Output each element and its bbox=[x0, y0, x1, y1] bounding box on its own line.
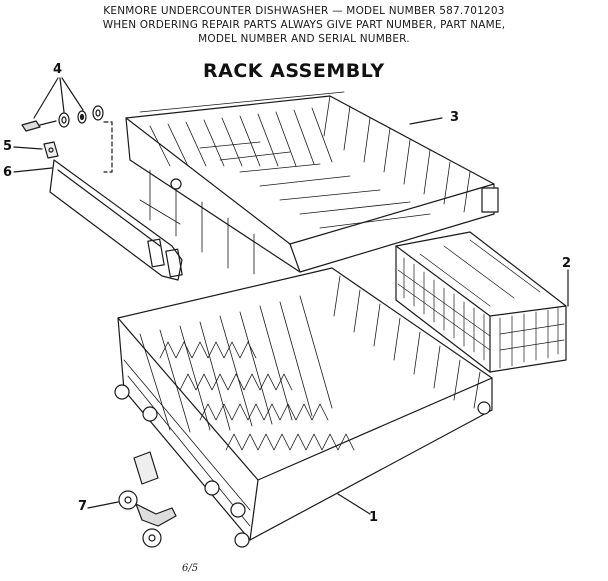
leader-4b bbox=[59, 77, 65, 113]
callout-6: 6 bbox=[3, 165, 13, 180]
diagram-title: RACK ASSEMBLY bbox=[203, 60, 385, 82]
part-1-lower-rack bbox=[114, 267, 493, 548]
callout-3: 3 bbox=[450, 110, 460, 125]
part-5-clip bbox=[43, 141, 59, 159]
callout-5: 5 bbox=[3, 139, 13, 154]
part-3-upper-rack bbox=[125, 91, 499, 275]
header-line-2: WHEN ORDERING REPAIR PARTS ALWAYS GIVE P… bbox=[102, 19, 506, 31]
header-line-1: KENMORE UNDERCOUNTER DISHWASHER — MODEL … bbox=[103, 5, 505, 17]
part-2-silverware-basket bbox=[395, 231, 567, 373]
leader-6 bbox=[13, 167, 53, 173]
diagram-header: KENMORE UNDERCOUNTER DISHWASHER — MODEL … bbox=[0, 4, 608, 46]
leader-5 bbox=[13, 146, 43, 150]
leader-7 bbox=[87, 501, 119, 509]
assembly-bracket bbox=[103, 121, 113, 173]
leader-3 bbox=[409, 117, 443, 125]
callout-4: 4 bbox=[53, 62, 63, 77]
leader-4c bbox=[61, 77, 84, 111]
leader-4a bbox=[33, 77, 59, 119]
callout-2: 2 bbox=[562, 256, 572, 271]
part-4-hardware bbox=[21, 105, 104, 132]
header-line-3: MODEL NUMBER AND SERIAL NUMBER. bbox=[198, 33, 410, 45]
callout-7: 7 bbox=[78, 499, 88, 514]
page-footer: 6/5 bbox=[182, 563, 199, 574]
callout-1: 1 bbox=[369, 510, 379, 525]
part-6-rail bbox=[49, 159, 183, 281]
part-7-wheel-assembly bbox=[118, 451, 177, 548]
leader-1 bbox=[337, 493, 371, 515]
